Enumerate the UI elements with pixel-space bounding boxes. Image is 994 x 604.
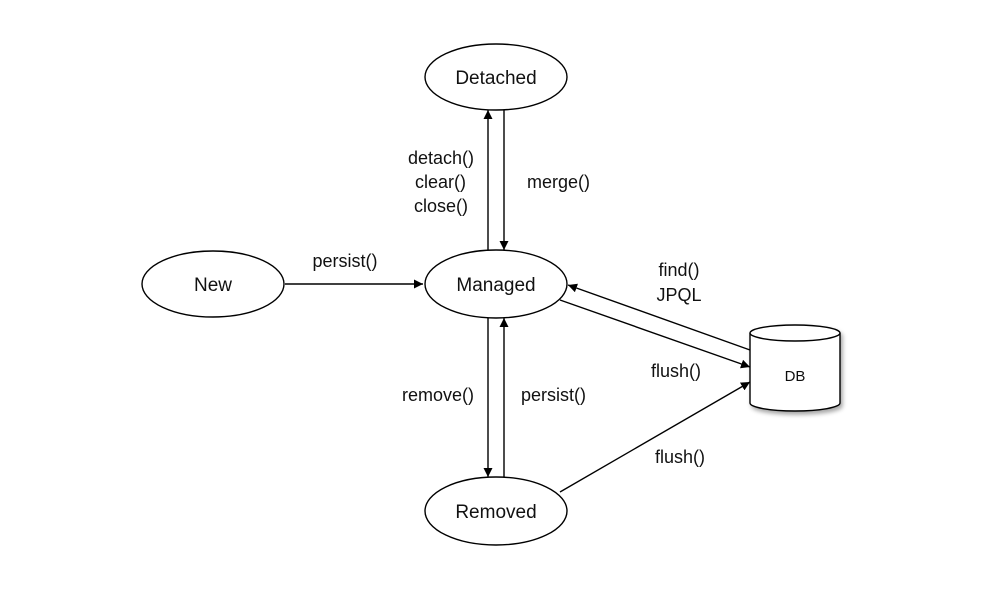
label-managed-to-detached-1: detach() (408, 148, 474, 168)
new-label: New (194, 275, 232, 296)
label-db-to-managed-1: find() (658, 260, 699, 280)
label-managed-to-removed: remove() (402, 385, 474, 405)
node-new: New (141, 250, 285, 318)
label-managed-to-db: flush() (651, 361, 701, 381)
edge-db-to-managed (567, 283, 751, 351)
new-ellipse (141, 250, 285, 318)
label-removed-to-db: flush() (655, 447, 705, 467)
node-db: DB (749, 324, 841, 412)
node-managed: Managed (424, 249, 568, 319)
detached-ellipse (424, 43, 568, 111)
label-new-to-managed: persist() (312, 251, 377, 271)
db-cylinder-top (749, 324, 841, 342)
managed-label: Managed (456, 275, 535, 296)
db-cylinder-body (749, 333, 841, 412)
edge-managed-to-db (559, 299, 751, 369)
edge-labels: persist() detach() clear() close() merge… (312, 148, 705, 467)
edge-removed-to-db (559, 381, 751, 493)
removed-ellipse (424, 476, 568, 546)
managed-ellipse (424, 249, 568, 319)
label-detached-to-managed: merge() (527, 172, 590, 192)
label-managed-to-detached-2: clear() (415, 172, 466, 192)
label-removed-to-managed: persist() (521, 385, 586, 405)
label-db-to-managed-2: JPQL (656, 285, 701, 305)
node-removed: Removed (424, 476, 568, 546)
label-managed-to-detached-3: close() (414, 196, 468, 216)
detached-label: Detached (455, 68, 536, 89)
removed-label: Removed (455, 502, 536, 523)
db-label: DB (785, 368, 806, 385)
node-detached: Detached (424, 43, 568, 111)
edges (285, 110, 751, 493)
